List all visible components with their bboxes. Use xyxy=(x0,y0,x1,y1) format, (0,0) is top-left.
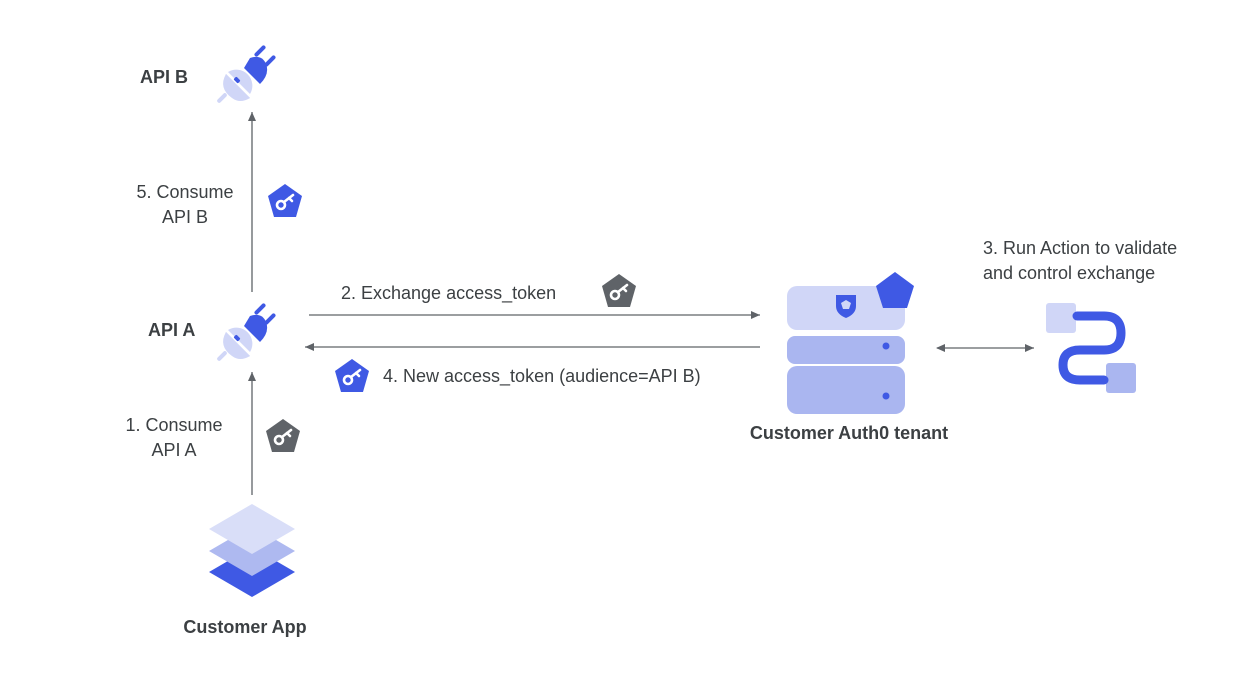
step3-label-line1: 3. Run Action to validate xyxy=(983,238,1177,258)
auth0-tenant-server-icon xyxy=(787,272,914,414)
auth0-tenant-label: Customer Auth0 tenant xyxy=(750,423,948,443)
step5-label-line1: 5. Consume xyxy=(136,182,233,202)
api-a-plug-icon xyxy=(216,302,277,362)
step1-label-line2: API A xyxy=(151,440,196,460)
step5-label-line2: API B xyxy=(162,207,208,227)
step2-key-badge-icon xyxy=(600,272,638,309)
action-flow-icon xyxy=(1046,303,1136,393)
step1-key-badge-icon xyxy=(264,417,302,454)
step4-key-badge-icon xyxy=(333,357,371,394)
api-a-label: API A xyxy=(148,320,195,340)
api-b-label: API B xyxy=(140,67,188,87)
step4-label: 4. New access_token (audience=API B) xyxy=(383,366,701,387)
step1-label-line1: 1. Consume xyxy=(125,415,222,435)
step5-key-badge-icon xyxy=(266,182,304,219)
api-b-plug-icon xyxy=(216,44,277,104)
customer-app-layers-icon xyxy=(209,504,295,597)
step3-label-line2: and control exchange xyxy=(983,263,1155,283)
step2-label: 2. Exchange access_token xyxy=(341,283,556,304)
customer-app-label: Customer App xyxy=(183,617,306,637)
